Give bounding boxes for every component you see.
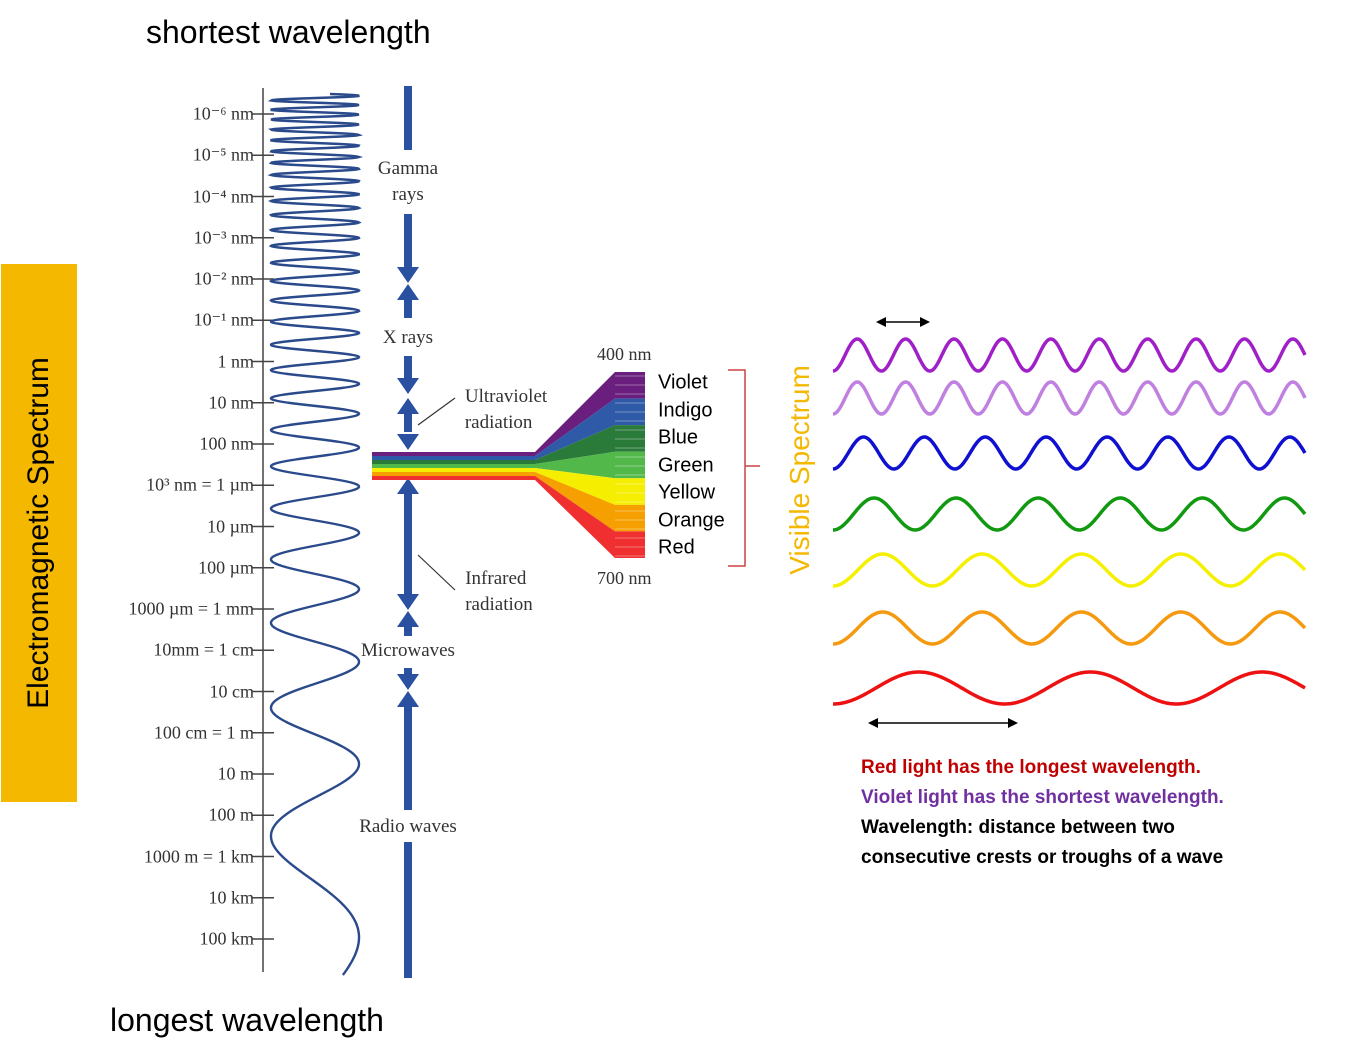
fan-band	[372, 451, 645, 479]
scale-tick-label: 100 µm	[198, 557, 254, 578]
scale-ticks	[252, 113, 274, 940]
scale-tick-label: 10 nm	[208, 392, 254, 413]
scale-tick-label: 10⁻⁴ nm	[192, 186, 254, 206]
arrowhead-up	[397, 398, 419, 414]
uv-leader	[417, 397, 456, 426]
arrowhead-up	[397, 691, 419, 707]
700nm-label: 700 nm	[597, 568, 652, 588]
short-wavelength-arrow	[876, 317, 930, 327]
wave-line	[833, 670, 1306, 706]
scale-tick-label: 10mm = 1 cm	[153, 639, 254, 660]
arrowhead-up	[397, 478, 419, 494]
scale-tick-label: 10⁻³ nm	[193, 227, 254, 248]
region-bar-segment	[404, 86, 412, 150]
gamma-rays-text: Gamma rays	[377, 158, 439, 205]
fan-band	[372, 476, 645, 558]
scale-tick-label: 10 µm	[207, 516, 254, 536]
arrowhead-down	[397, 434, 419, 450]
fan-band	[372, 472, 645, 532]
fan-band	[372, 398, 645, 460]
scale-tick-label: 100 m	[208, 804, 254, 825]
scale-tick-label: 1 nm	[217, 351, 254, 371]
visible-bracket	[728, 369, 760, 567]
visible-spectrum-fan	[372, 372, 645, 558]
400nm-label: 400 nm	[597, 344, 652, 364]
scale-tick-label: 10 cm	[209, 681, 255, 701]
region-bar-segment	[404, 492, 412, 594]
infrared-text: Infrared radiation	[465, 568, 533, 615]
scale-tick-label: 10⁻¹ nm	[193, 309, 254, 330]
scale-tick-label: 1000 m = 1 km	[143, 846, 254, 866]
arrowhead-down	[397, 674, 419, 690]
long-wavelength-arrow	[868, 718, 1018, 728]
scale-tick-label: 100 km	[199, 928, 254, 949]
gamma-rays-label: Gamma rays	[377, 154, 439, 210]
region-bar-segment	[404, 842, 412, 978]
wave-line	[833, 496, 1307, 532]
region-bar-segment	[404, 706, 412, 810]
color-label-orange: Orange	[658, 509, 725, 532]
scale-tick-label: 10 m	[217, 763, 254, 784]
scale-tick-label: 10 km	[208, 887, 254, 908]
arrowhead-down	[397, 378, 419, 394]
em-spectrum-label-box	[1, 264, 77, 802]
fan-band	[372, 468, 645, 505]
region-bar-segment	[404, 356, 412, 380]
scale-tick-label: 10³ nm = 1 µm	[146, 474, 254, 495]
region-bar-segment	[404, 298, 412, 318]
note-definition-2: consecutive crests or troughs of a wave	[861, 847, 1224, 868]
scale-tick-label: 1000 µm = 1 mm	[128, 598, 254, 619]
region-bar-segment	[404, 626, 412, 636]
note-red: Red light has the longest wavelength.	[861, 757, 1201, 778]
note-violet: Violet light has the shortest wavelength…	[861, 787, 1224, 808]
scale-tick-label: 100 cm = 1 m	[153, 722, 254, 743]
color-label-indigo: Indigo	[658, 399, 713, 422]
wave-line	[832, 435, 1307, 471]
ultraviolet-text: Ultraviolet radiation	[464, 386, 548, 433]
note-definition-1: Wavelength: distance between two	[861, 817, 1175, 838]
scale-tick-label: 10⁻⁵ nm	[192, 144, 254, 165]
color-label-violet: Violet	[658, 371, 708, 394]
fan-band	[372, 372, 645, 456]
color-label-yellow: Yellow	[658, 481, 716, 504]
region-arrow-bar	[397, 86, 419, 978]
arrowhead-down	[397, 594, 419, 610]
scale-tick-label: 10⁻⁶ nm	[192, 103, 254, 124]
x-rays-text: X rays	[382, 327, 434, 348]
region-bar-segment	[404, 668, 412, 676]
arrowhead-up	[397, 284, 419, 300]
region-bar-segment	[404, 214, 412, 268]
color-label-red: Red	[658, 536, 695, 559]
wave-line	[832, 337, 1307, 373]
x-rays-label: X rays	[382, 323, 434, 353]
ir-leader	[417, 554, 456, 591]
microwaves-text: Microwaves	[361, 640, 455, 661]
fan-band	[372, 425, 645, 464]
microwaves-label: Microwaves	[361, 636, 455, 666]
arrowhead-down	[397, 267, 419, 283]
color-label-green: Green	[658, 454, 714, 477]
color-label-blue: Blue	[658, 426, 699, 449]
wave-line	[833, 610, 1307, 646]
shortest-wavelength-heading: shortest wavelength	[146, 14, 431, 50]
visible-spectrum-label: Visible Spectrum	[784, 365, 815, 575]
scale-tick-label: 100 nm	[199, 433, 254, 454]
wavelength-waves	[832, 337, 1307, 706]
ultraviolet-label: Ultraviolet radiation	[464, 382, 548, 438]
longest-wavelength-heading: longest wavelength	[110, 1002, 384, 1038]
wave-line	[832, 380, 1307, 416]
radio-waves-text: Radio waves	[359, 816, 457, 837]
radio-waves-label: Radio waves	[359, 812, 457, 842]
region-bar-segment	[404, 412, 412, 432]
chirp-wave	[267, 92, 364, 976]
infrared-label: Infrared radiation	[465, 564, 533, 620]
scale-tick-label: 10⁻² nm	[193, 268, 254, 289]
wave-line	[833, 552, 1307, 588]
arrowhead-up	[397, 611, 419, 627]
